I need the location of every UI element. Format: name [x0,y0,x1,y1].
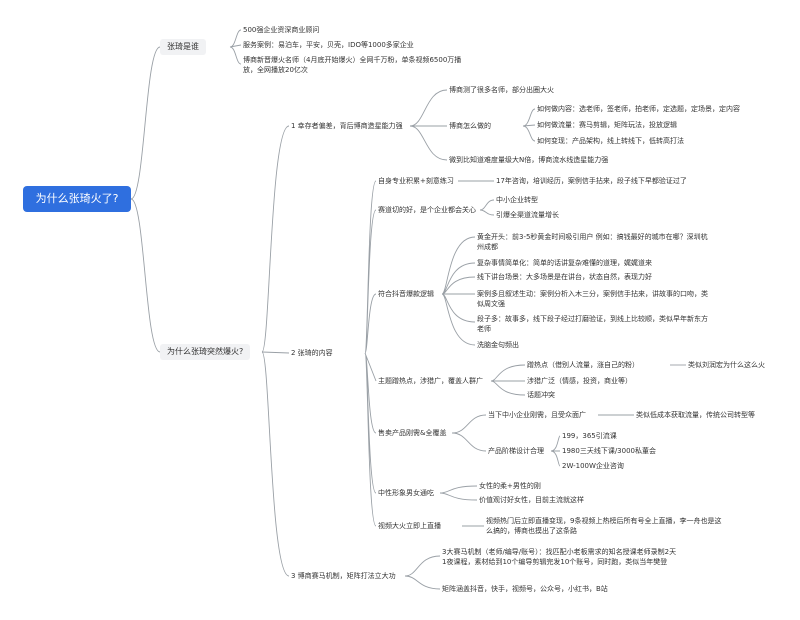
s2-title[interactable]: 2 张琦的内容 [291,349,333,357]
k1-item: 17年咨询，培训经历，案例信手拈来，段子线下早都验证过了 [496,177,687,185]
k3-item-2: 复杂事情简单化：简单的话讲复杂难懂的道理，娓娓道来 [477,259,652,267]
s1-item-a: 博商测了很多名师，部分出圈大火 [449,86,554,94]
who-item-1: 500强企业资深商业顾问 [243,26,320,34]
s1-b-item-1: 如何做内容：选老师，签老师，拍老师，定选题，定场景，定内容 [537,105,740,113]
topic-why[interactable]: 为什么张琦突然爆火? [160,344,251,360]
k3-item-3: 线下讲台场景：大多场景是在讲台，状态自然，表现力好 [477,273,652,281]
k7-item: 视频热门后立即直播变现，9条视频上热榜后所有号全上直播，李一舟也是这么搞的，博商… [486,517,722,535]
k4-item-1: 蹭热点（借别人流量，涨自己的粉） [527,361,639,369]
s1-b-item-3: 如何变现：产品架构，线上转线下，低转高打法 [537,137,684,145]
k3-item-4: 案例多且叙述生动：案例分析入木三分，案例信手拈来，讲故事的口吻，类似周文强 [477,290,708,308]
k5-item-b[interactable]: 产品阶梯设计合理 [488,447,544,455]
who-item-3: 博商新晋爆火名师（4月底开始爆火）全网千万粉，单条视频6500万播放，全网播放2… [243,56,462,74]
k5-title[interactable]: 售卖产品刚需&全覆盖 [378,429,447,437]
k5-b-item-1: 199，365引流课 [562,432,617,440]
edge-k5b [550,435,561,467]
k5-item-a: 当下中小企业刚需，且受众面广 [488,411,586,419]
k4-title[interactable]: 主题蹭热点，涉猎广，覆盖人群广 [378,377,483,385]
edge-k6 [439,485,478,501]
edge-s3 [404,555,441,590]
k4-item-2: 涉猎广泛（情感，投资，商业等） [527,377,632,385]
edge-s2-k [364,180,377,527]
k6-item-1: 女性的柔+男性的刚 [479,482,541,490]
s1-item-b[interactable]: 博商怎么做的 [449,122,491,130]
k2-item-1: 中小企业转型 [496,196,538,204]
k5-a-note: 类似低成本获取流量，传统公司转型等 [636,411,755,419]
edge-k3 [441,236,476,346]
edge-s1-children [409,89,448,161]
s3-item-1: 3大赛马机制（老师/编导/账号）：找匹配小老板需求的知名授课老师录制2天1夜课程… [442,548,677,566]
k3-item-1: 黄金开头：前3-5秒黄金时间吸引用户 例如：搞钱最好的城市在哪？深圳杭州成都 [477,233,708,251]
s1-title[interactable]: 1 幸存者偏差，背后博商造星能力强 [291,122,403,130]
k6-item-2: 价值观讨好女性，目前主流就这样 [479,496,584,504]
k6-title[interactable]: 中性形象男女通吃 [378,489,434,497]
edge-k4 [490,364,526,396]
edge-why-s2 [261,351,290,354]
topic-who[interactable]: 张琦是谁 [160,39,206,55]
edge-why-s3 [261,351,290,577]
edge-k2 [479,199,495,216]
root-node[interactable]: 为什么张琦火了? [23,186,131,212]
k5-b-item-2: 1980三天线下课/3000私董会 [562,447,656,455]
k3-item-5: 段子多：故事多，线下段子经过打磨验证，到线上比较顺，类似早年新东方老师 [477,315,708,333]
s1-item-c: 微到比知道难度量级大N倍，博商流水线造星能力强 [449,156,609,164]
k2-item-2: 引爆全渠道流量增长 [496,211,559,219]
k3-title[interactable]: 符合抖音爆款逻辑 [378,290,434,298]
edge-root-why [130,198,161,353]
k4-note: 类似刘润宏为什么这么火 [688,361,765,369]
edge-why-s1 [261,125,290,353]
k1-title[interactable]: 自身专业积累+刻意练习 [378,177,454,185]
k3-item-6: 洗脑金句频出 [477,341,519,349]
who-item-2: 服务案例：易泊车，平安，贝壳，IDO等1000多家企业 [243,41,414,49]
edge-s1b-items [522,108,536,142]
k4-item-3: 话题冲突 [527,391,555,399]
s3-title[interactable]: 3 博商赛马机制，矩阵打法立大功 [291,572,396,580]
k2-title[interactable]: 赛道切的好，是个企业都会关心 [378,206,476,214]
s1-b-item-2: 如何做流量：赛马剪辑，矩阵玩法，投放逻辑 [537,121,677,129]
k7-title[interactable]: 视频大火立即上直播 [378,522,441,530]
edge-root-who [130,46,161,200]
edge-who-items [229,29,242,65]
edge-k5 [451,414,487,452]
k5-b-item-3: 2W-100W企业咨询 [562,462,624,470]
s3-item-2: 矩阵涵盖抖音，快手，视频号，公众号，小红书，B站 [442,585,608,593]
